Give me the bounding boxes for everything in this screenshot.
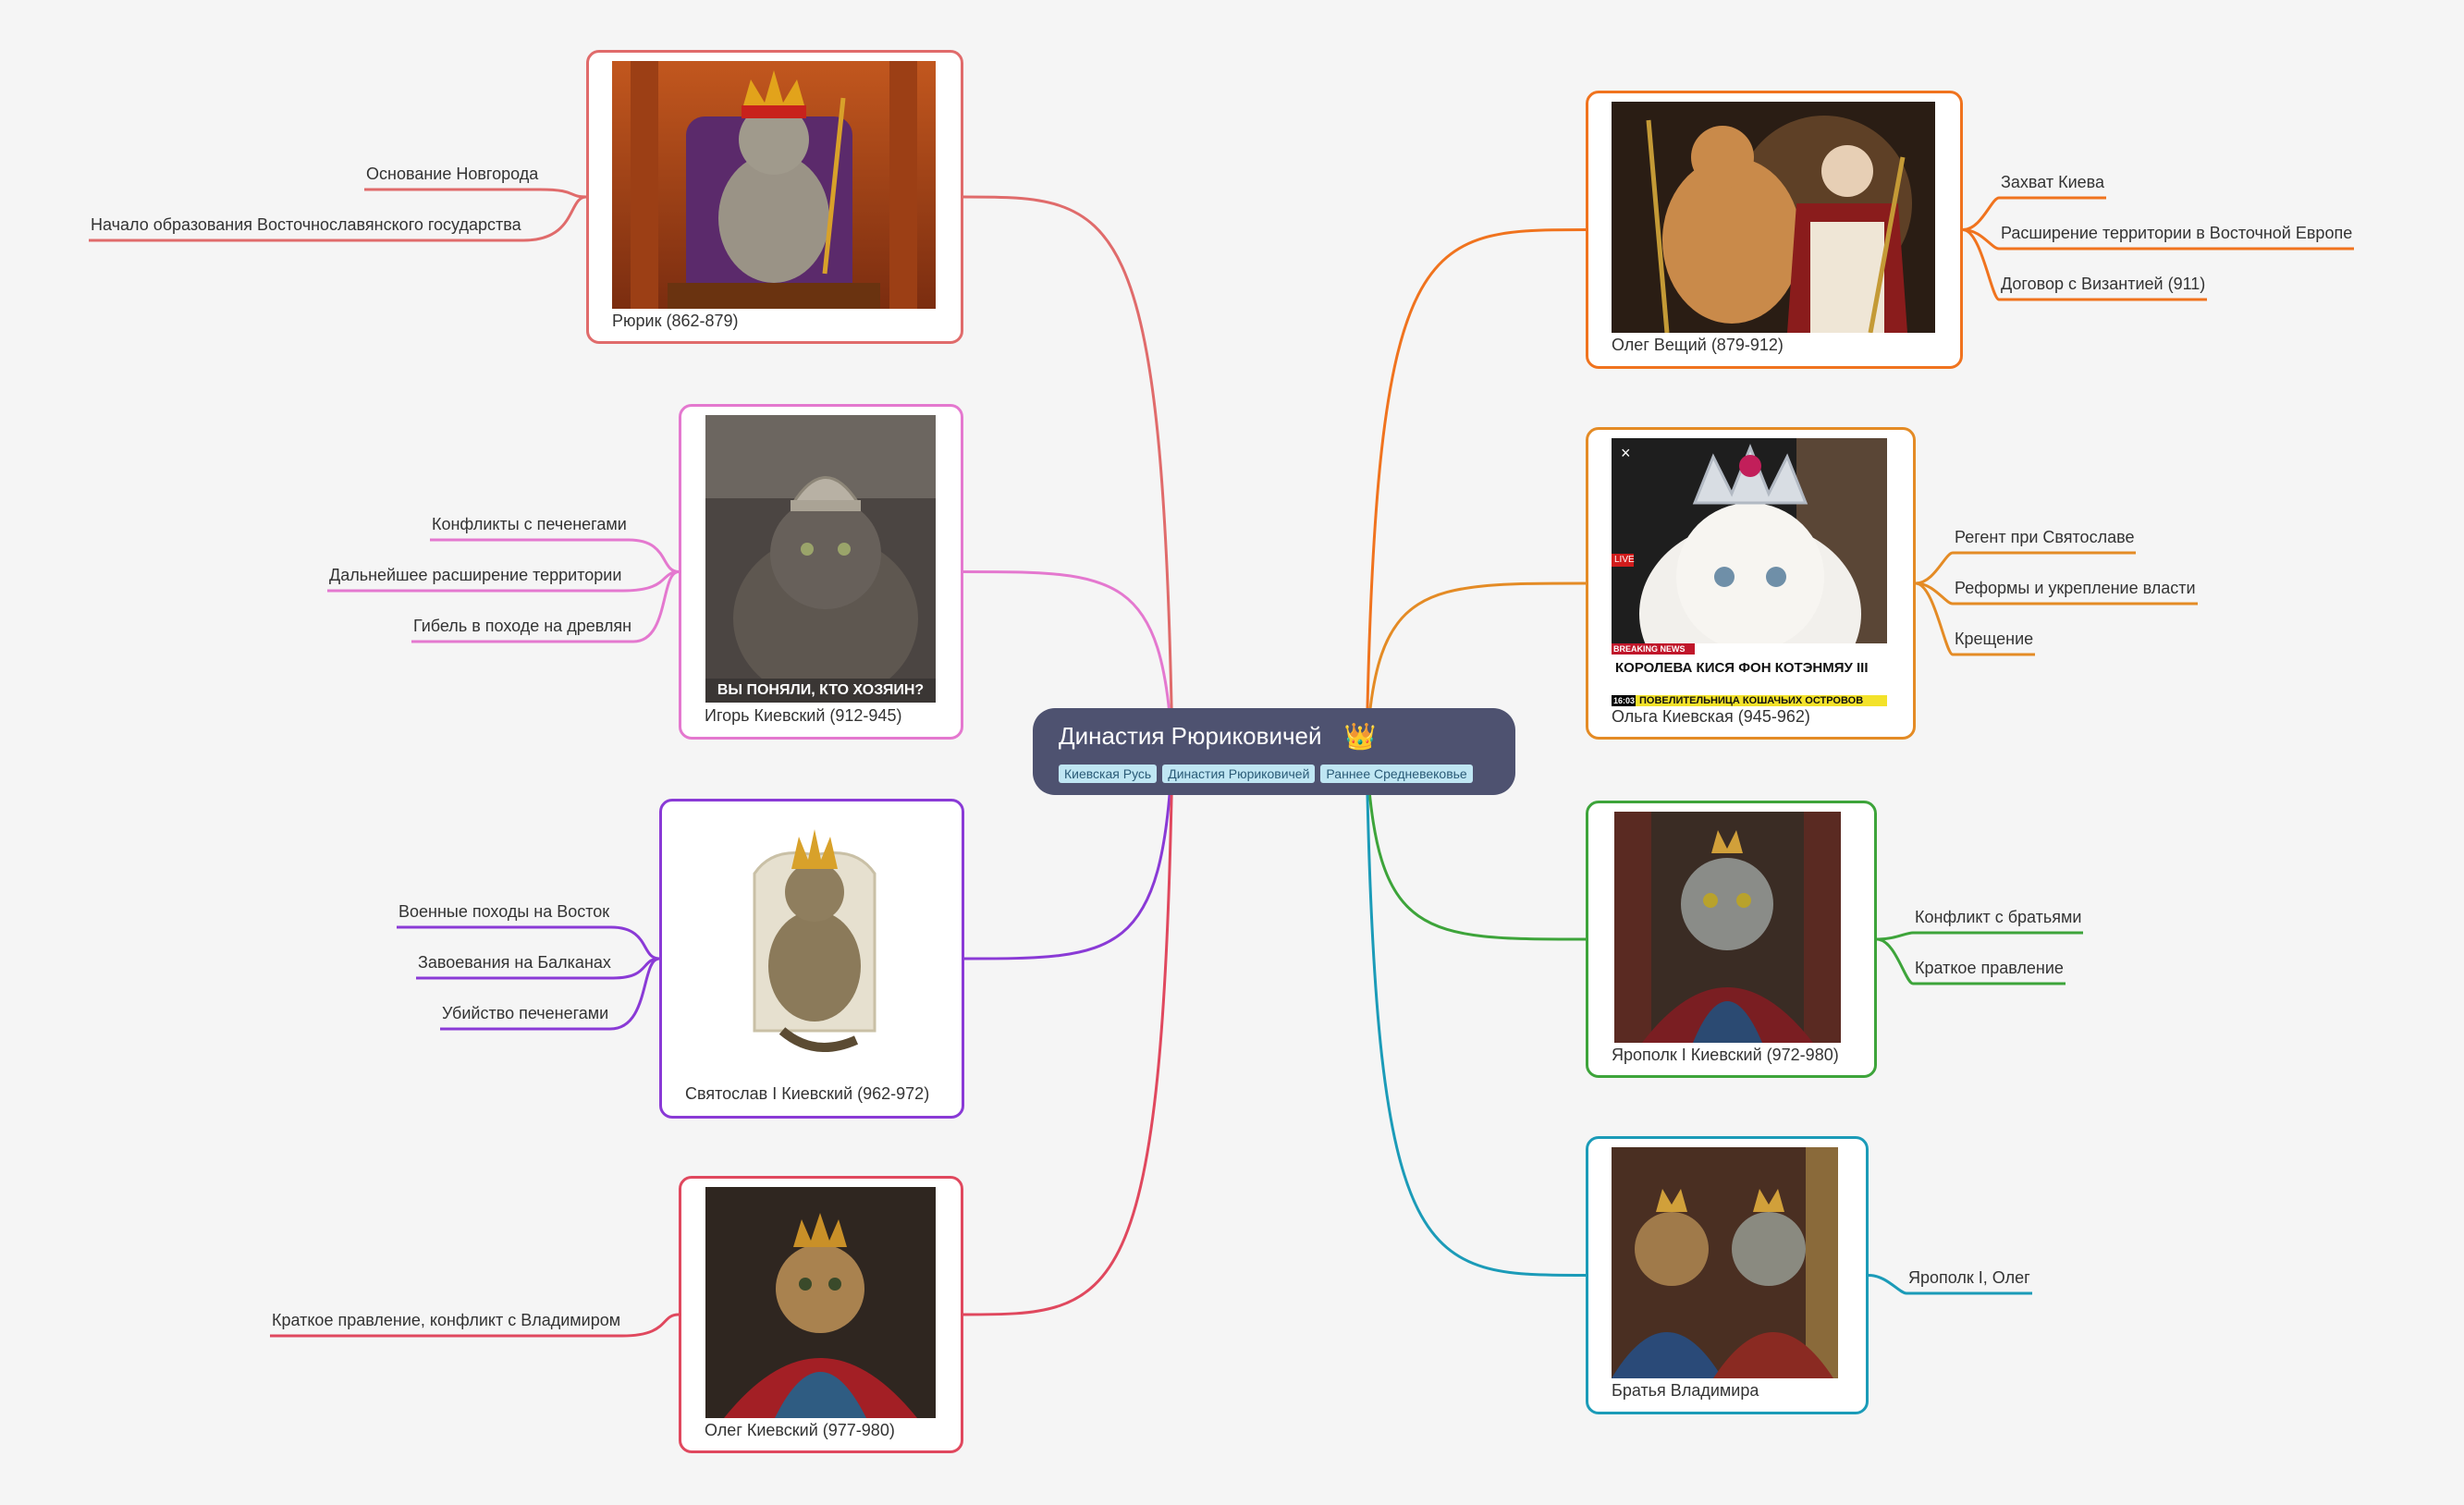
tag-kievan-rus[interactable]: Киевская Русь <box>1059 765 1158 783</box>
fact-connector <box>1915 581 1955 656</box>
fact-connector <box>1868 1274 1907 1295</box>
ruler-node-igor[interactable]: ВЫ ПОНЯЛИ, КТО ХОЗЯИН? Игорь Киевский (9… <box>679 404 963 740</box>
fact-connector <box>621 1313 680 1338</box>
fact-connector <box>632 570 680 643</box>
branch-line <box>1365 228 1587 752</box>
news-headline: КОРОЛЕВА КИСЯ ФОН КОТЭНМЯУ III <box>1615 660 1869 676</box>
oleg-kievsky-cat-portrait-image <box>705 1187 936 1418</box>
news-ticker: ПОВЕЛИТЕЛЬНИЦА КОШАЧЬИХ ОСТРОВОВ <box>1639 695 1864 706</box>
fact-yaropolk-1[interactable]: Конфликт с братьями <box>1915 908 2082 926</box>
ruler-node-yaropolk[interactable]: Ярополк I Киевский (972-980) <box>1586 801 1877 1078</box>
fact-connector <box>1915 551 1954 585</box>
ruler-caption: Братья Владимира <box>1612 1381 1759 1400</box>
fact-olga-2[interactable]: Реформы и укрепление власти <box>1955 579 2196 597</box>
ruler-node-rurik[interactable]: Рюрик (862-879) <box>586 50 963 344</box>
fact-connector <box>609 957 660 1031</box>
news-time: 16:03 <box>1613 696 1636 705</box>
fact-connector <box>1876 937 1914 985</box>
fact-oleg-veshchy-1[interactable]: Захват Киева <box>2001 173 2105 191</box>
fact-svyatoslav-2[interactable]: Завоевания на Балканах <box>418 953 611 972</box>
tag-early-middle-ages[interactable]: Раннее Средневековье <box>1320 765 1473 783</box>
fact-igor-1[interactable]: Конфликты с печенегами <box>432 515 627 533</box>
fact-igor-3[interactable]: Гибель в походе на древлян <box>413 617 632 635</box>
fact-svyatoslav-1[interactable]: Военные походы на Восток <box>398 902 610 921</box>
tag-list: Киевская Русь Династия Рюриковичей Ранне… <box>1059 765 1489 783</box>
central-topic[interactable]: Династия Рюриковичей 👑 Киевская Русь Дин… <box>1033 708 1515 795</box>
fact-igor-2[interactable]: Дальнейшее расширение территории <box>329 566 622 584</box>
fact-connector <box>628 538 680 573</box>
branch-line <box>962 751 1174 1316</box>
oleg-veshchy-cat-painting-image <box>1612 102 1935 333</box>
brothers-cats-portrait-image <box>1612 1147 1838 1378</box>
fact-brothers-1[interactable]: Ярополк I, Олег <box>1908 1268 2030 1287</box>
branch-line <box>962 570 1174 752</box>
ruler-caption: Ольга Киевская (945-962) <box>1612 707 1810 726</box>
ruler-caption: Олег Киевский (977-980) <box>705 1421 895 1439</box>
ruler-caption: Рюрик (862-879) <box>612 312 739 330</box>
fact-oleg-veshchy-3[interactable]: Договор с Византией (911) <box>2001 275 2206 293</box>
ruler-node-oleg-veshchy[interactable]: Олег Вещий (879-912) <box>1586 91 1963 369</box>
ruler-caption: Святослав I Киевский (962-972) <box>685 1084 930 1103</box>
fact-connector <box>1962 196 2000 231</box>
fact-connector <box>522 195 587 242</box>
fact-connector <box>1962 228 2001 301</box>
branch-line <box>1365 751 1587 941</box>
close-icon[interactable]: × <box>1621 444 1631 462</box>
fact-olga-3[interactable]: Крещение <box>1955 630 2034 648</box>
rurik-cat-throne-image <box>612 61 936 309</box>
svyatoslav-cat-chair-image <box>717 818 912 1066</box>
fact-olga-1[interactable]: Регент при Святославе <box>1955 528 2135 546</box>
branch-line <box>962 195 1174 752</box>
branch-line <box>1365 581 1587 752</box>
fact-rurik-2[interactable]: Начало образования Восточнославянского г… <box>91 215 521 234</box>
fact-svyatoslav-3[interactable]: Убийство печенегами <box>442 1004 609 1022</box>
ruler-caption: Олег Вещий (879-912) <box>1612 336 1784 354</box>
fact-connector <box>610 925 660 961</box>
ruler-node-brothers[interactable]: Братья Владимира <box>1586 1136 1869 1414</box>
branch-line <box>1365 751 1587 1277</box>
fact-connector <box>1876 931 1914 941</box>
ruler-caption: Ярополк I Киевский (972-980) <box>1612 1046 1839 1064</box>
fact-oleg-veshchy-2[interactable]: Расширение территории в Восточной Европе <box>2001 224 2353 242</box>
fact-connector <box>539 188 587 199</box>
ruler-node-oleg-kievsky[interactable]: Олег Киевский (977-980) <box>679 1176 963 1453</box>
breaking-news-label: BREAKING NEWS <box>1613 644 1686 654</box>
olga-cat-news-image: × LIVE BREAKING NEWS КОРОЛЕВА КИСЯ ФОН К… <box>1612 438 1887 706</box>
igor-cat-crown-image: ВЫ ПОНЯЛИ, КТО ХОЗЯИН? <box>705 415 936 703</box>
yaropolk-cat-portrait-image <box>1614 812 1841 1043</box>
ruler-node-svyatoslav[interactable]: Святослав I Киевский (962-972) <box>659 799 964 1119</box>
tag-rurikid-dynasty[interactable]: Династия Рюриковичей <box>1162 765 1316 783</box>
branch-line <box>963 751 1174 961</box>
fact-oleg-kievsky-1[interactable]: Краткое правление, конфликт с Владимиром <box>272 1311 621 1329</box>
ruler-caption: Игорь Киевский (912-945) <box>705 706 902 725</box>
fact-yaropolk-2[interactable]: Краткое правление <box>1915 959 2064 977</box>
live-badge: LIVE <box>1614 555 1635 565</box>
crown-icon: 👑 <box>1343 722 1377 751</box>
central-title: Династия Рюриковичей <box>1059 722 1322 750</box>
meme-caption-text: ВЫ ПОНЯЛИ, КТО ХОЗЯИН? <box>717 682 925 698</box>
ruler-node-olga[interactable]: × LIVE BREAKING NEWS КОРОЛЕВА КИСЯ ФОН К… <box>1586 427 1916 740</box>
fact-rurik-1[interactable]: Основание Новгорода <box>366 165 539 183</box>
